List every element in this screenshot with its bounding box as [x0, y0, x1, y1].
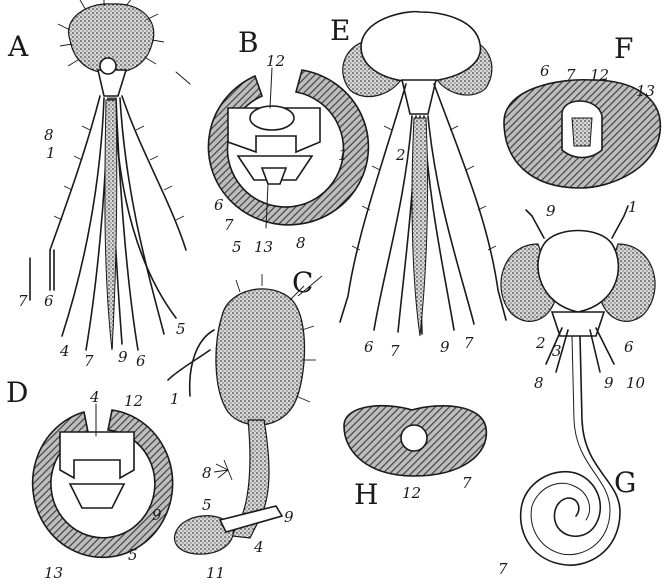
panel-g-label-7: 7 [498, 560, 508, 578]
panel-letter-h: H [354, 478, 378, 511]
panel-f: F 6 7 12 13 9 [504, 32, 660, 220]
panel-a: A [7, 0, 190, 370]
panel-b-pointer-12 [270, 68, 272, 108]
panel-g-label-10: 10 [626, 374, 646, 392]
panel-a-label-5: 5 [176, 320, 186, 338]
panel-h-label-12: 12 [402, 484, 421, 502]
panel-e-label-1: 1 [338, 146, 348, 164]
panel-a-palp-right [122, 96, 186, 250]
panel-g-label-3: 3 [552, 342, 562, 360]
panel-d-label-13: 13 [44, 564, 63, 582]
panel-b-hypopharynx [262, 168, 286, 184]
panel-f-label-13: 13 [636, 82, 655, 100]
panel-g-label-9: 9 [604, 374, 614, 392]
panel-letter-e: E [330, 14, 350, 47]
panel-letter-f: F [614, 32, 633, 65]
panel-g: G 1 2 3 6 8 9 10 7 [498, 198, 655, 578]
panel-d-label-12: 12 [124, 392, 143, 410]
panel-c: C 1 8 5 9 4 11 [168, 266, 322, 582]
panel-a-labrum [100, 58, 116, 74]
panel-b-label-7: 7 [224, 216, 234, 234]
panel-f-label-9: 9 [546, 202, 556, 220]
panel-d-food-channel [60, 432, 134, 478]
panel-a-label-4: 4 [59, 342, 70, 360]
panel-a-clypeus [98, 70, 126, 96]
panel-a-label-1: 1 [46, 144, 56, 162]
panel-c-head [216, 289, 305, 425]
panel-h-channel [401, 425, 427, 451]
panel-a-label-6: 6 [44, 292, 54, 310]
panel-g-label-8: 8 [534, 374, 544, 392]
panel-e-head [361, 12, 480, 82]
panel-a-label-6b: 6 [136, 352, 146, 370]
panel-letter-g: G [614, 466, 636, 499]
panel-b-label-13: 13 [254, 238, 273, 256]
panel-c-label-4: 4 [253, 538, 264, 556]
panel-d-label-5: 5 [128, 546, 138, 564]
panel-b-labrum-lumen [250, 106, 294, 130]
panel-c-label-11: 11 [206, 564, 225, 582]
panel-a-detached-stylet-6 [50, 250, 54, 290]
panel-f-label-6: 6 [540, 62, 550, 80]
panel-b-label-6: 6 [214, 196, 224, 214]
panel-c-antenna [168, 350, 210, 380]
panel-e-label-6: 6 [364, 338, 374, 356]
panel-g-label-2: 2 [535, 334, 546, 352]
panel-e-clypeus [402, 80, 436, 114]
panel-h: H 12 7 [344, 406, 486, 511]
panel-e-labium [412, 118, 428, 336]
panel-c-label-5: 5 [202, 496, 212, 514]
panel-f-label-12: 12 [590, 66, 609, 84]
panel-a-pointer [176, 72, 190, 84]
panel-g-antenna-left [526, 210, 544, 238]
panel-d-label-9: 9 [152, 506, 162, 524]
panel-c-label-9: 9 [284, 508, 294, 526]
panel-e-label-7b: 7 [464, 334, 474, 352]
panel-e-antenna-right [434, 84, 506, 320]
panel-h-label-7: 7 [462, 474, 472, 492]
panel-a-stylets [62, 98, 176, 350]
panel-b-label-5: 5 [232, 238, 242, 256]
panel-d-label-4: 4 [89, 388, 100, 406]
panel-f-stylet-core [572, 118, 592, 146]
panel-g-proboscis-coil [521, 336, 620, 565]
panel-a-labium [105, 100, 117, 350]
panel-letter-d: D [6, 376, 28, 409]
panel-c-label-8: 8 [202, 464, 212, 482]
panel-c-maxilla-tuft [214, 460, 232, 480]
panel-c-label-1: 1 [170, 390, 180, 408]
panel-e-label-7: 7 [390, 342, 400, 360]
panel-c-palp [190, 330, 214, 396]
panel-e-label-9: 9 [440, 338, 450, 356]
panel-letter-b: B [238, 26, 259, 59]
panel-g-proboscis-coil-inner [531, 336, 610, 555]
panel-d: D 4 12 9 13 5 [6, 376, 173, 582]
panel-a-label-7: 7 [18, 292, 28, 310]
panel-a-palp-left [50, 96, 100, 250]
panel-g-antenna-right [612, 206, 628, 238]
panel-g-label-6: 6 [624, 338, 634, 356]
panel-a-label-8: 8 [44, 126, 54, 144]
panel-a-label-7b: 7 [84, 352, 94, 370]
panel-e-label-2: 2 [395, 146, 406, 164]
panel-f-label-7: 7 [566, 66, 576, 84]
panel-b-label-12: 12 [266, 52, 285, 70]
panel-g-label-1: 1 [628, 198, 638, 216]
panel-d-labium-lumen [70, 484, 124, 508]
panel-letter-c: C [292, 266, 313, 299]
panel-b-label-8: 8 [296, 234, 306, 252]
panel-a-label-9: 9 [118, 348, 128, 366]
panel-letter-a: A [7, 30, 29, 63]
